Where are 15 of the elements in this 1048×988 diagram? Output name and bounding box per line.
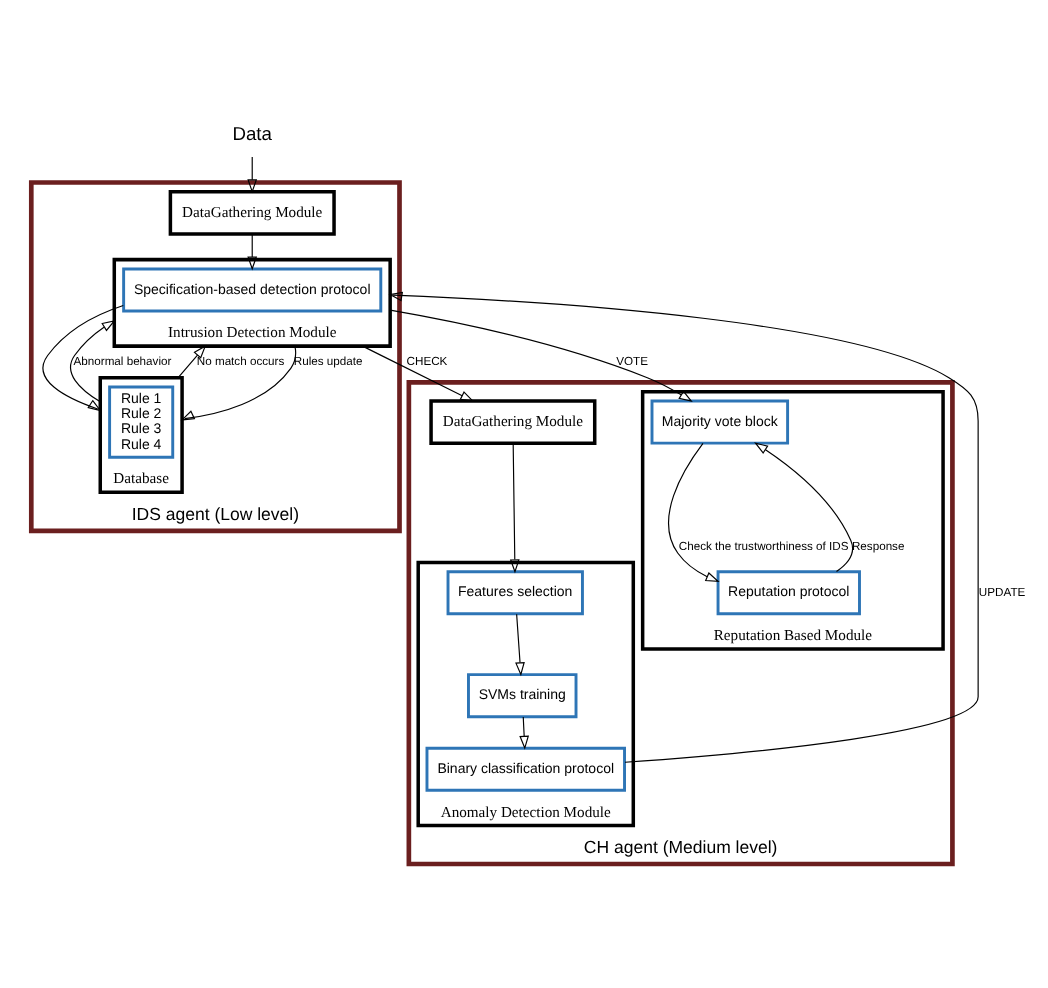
arrow: [247, 233, 258, 271]
arrow: [388, 291, 979, 763]
arrow: [668, 442, 720, 582]
arrow: [247, 156, 258, 194]
arrow: [70, 319, 116, 403]
arrow: [180, 345, 297, 421]
node-text: Data: [232, 124, 272, 145]
arrow: [754, 442, 854, 573]
arrow: [177, 344, 207, 379]
arrow: [509, 442, 520, 574]
arrow: [515, 613, 525, 677]
arrow: [389, 309, 693, 402]
arrow: [362, 345, 475, 402]
arrow: [519, 716, 530, 750]
arrow: [42, 304, 124, 412]
